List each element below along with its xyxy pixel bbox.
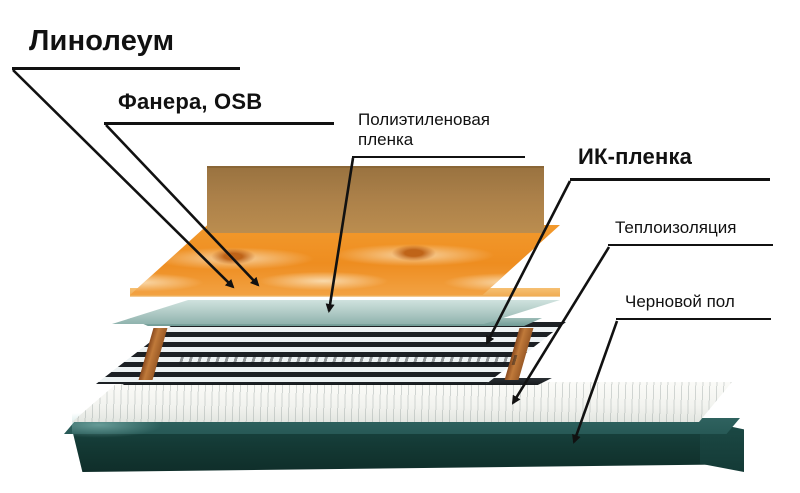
label-ir-film: ИК-пленка [578,144,693,169]
ir-film-carbon-stripes [96,322,566,384]
layer-polyethylene-film [112,300,560,324]
label-rule-subfloor [616,318,771,320]
linoleum-riser-top-edge [207,166,544,169]
leader-plywood [105,124,260,287]
leader-thermal-insulation [511,246,611,405]
layer-subfloor-front-face [72,430,736,472]
label-rule-polyethylene-film [352,156,525,158]
layer-linoleum-riser [207,168,544,233]
layer-linoleum-top-face [130,225,560,295]
leader-subfloor [572,320,619,444]
label-rule-ir-film [570,178,770,181]
leader-pe-film [325,157,355,313]
label-rule-plywood [104,122,334,125]
label-linoleum: Линолеум [29,25,175,57]
label-polyethylene-film: Полиэтиленовая пленка [358,110,491,150]
label-plywood: Фанера, OSB [118,89,263,114]
label-subfloor: Черновой пол [625,292,735,311]
label-rule-linoleum [12,67,240,70]
label-thermal-insulation: Теплоизоляция [615,218,737,237]
label-rule-thermal-insulation [608,244,773,246]
layer-subfloor-top-face [64,418,740,434]
leader-linoleum [12,69,235,289]
leader-ir-film [485,180,572,345]
layer-thermal-insulation [72,382,732,422]
